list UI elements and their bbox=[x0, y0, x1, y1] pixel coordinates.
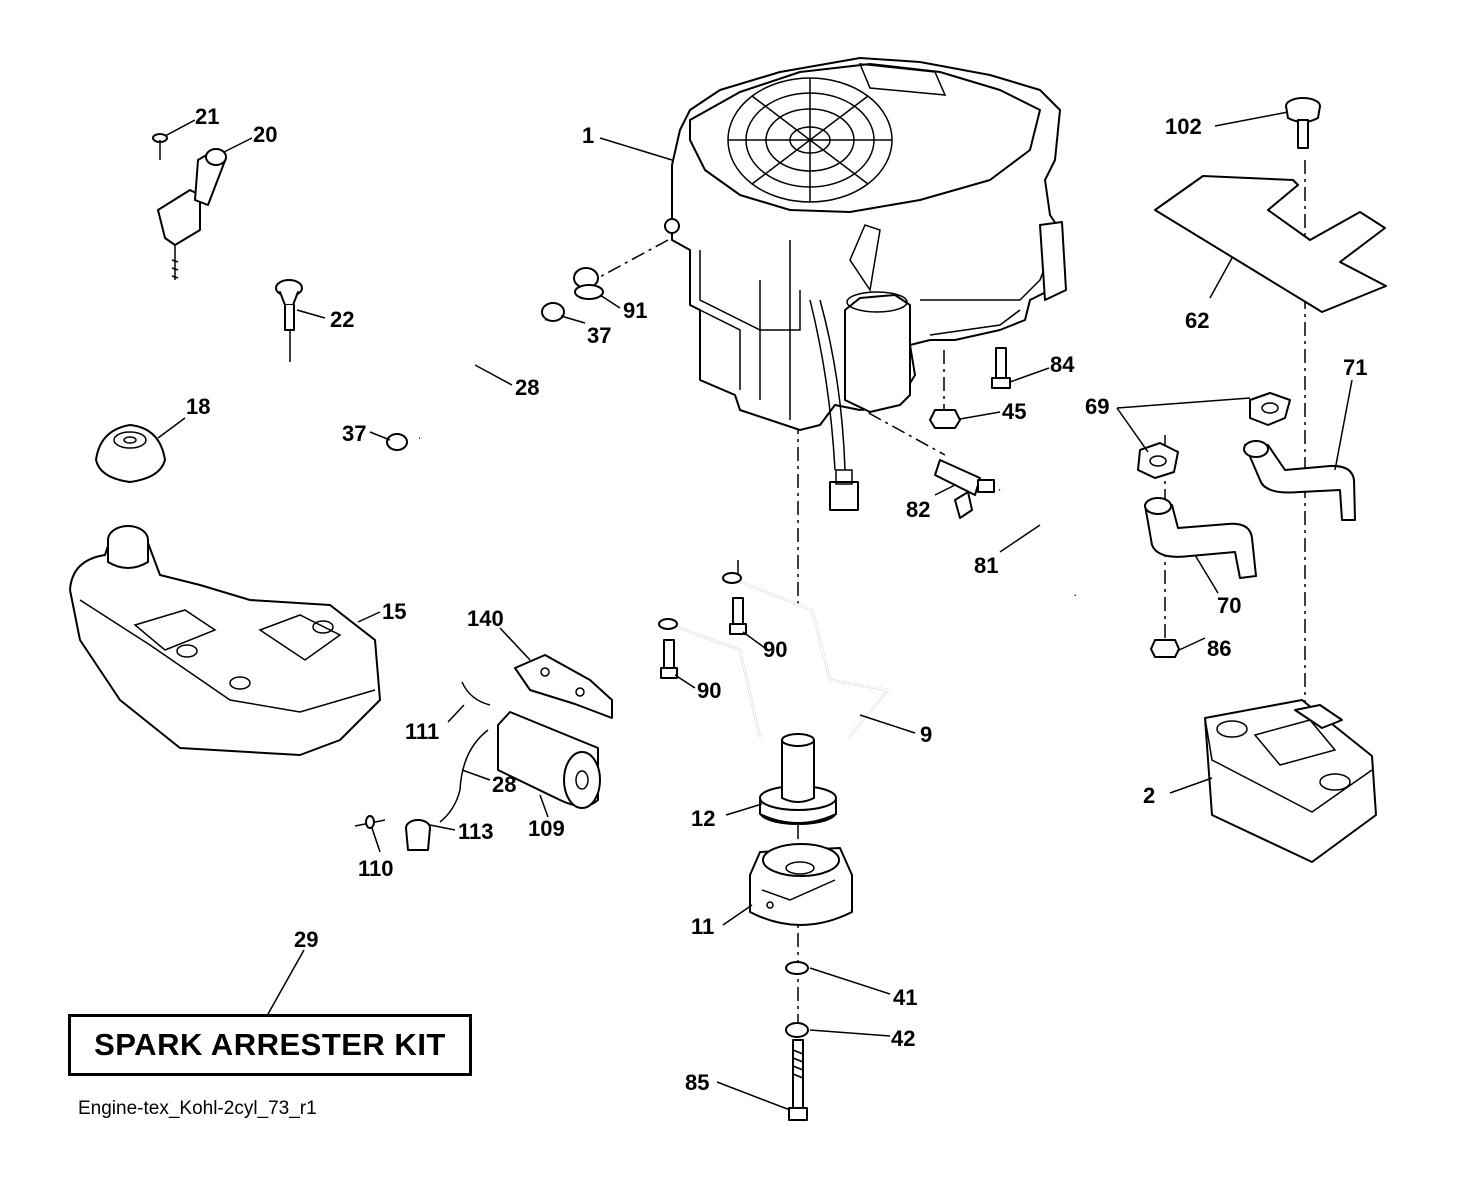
callout-82: 82 bbox=[906, 497, 930, 522]
callout-62: 62 bbox=[1185, 308, 1209, 333]
callout-69: 69 bbox=[1085, 394, 1109, 419]
callout-113: 113 bbox=[458, 819, 494, 844]
part-28-fuel-hose bbox=[439, 729, 489, 823]
callout-71: 71 bbox=[1343, 355, 1367, 380]
leader-lines bbox=[157, 111, 1353, 1111]
part-109-canister bbox=[497, 711, 601, 809]
part-18-fuel-cap bbox=[95, 424, 166, 483]
callout-86: 86 bbox=[1207, 636, 1231, 661]
callout-18: 18 bbox=[186, 394, 210, 419]
callout-29: 29 bbox=[294, 927, 318, 952]
spark-arrester-kit-label: SPARK ARRESTER KIT bbox=[94, 1027, 446, 1062]
callout-90-lower: 90 bbox=[697, 678, 721, 703]
engine-assembly bbox=[664, 57, 1067, 511]
callout-85: 85 bbox=[685, 1070, 709, 1095]
callout-45: 45 bbox=[1002, 399, 1026, 424]
part-90-bolt-upper bbox=[729, 597, 747, 635]
callout-42: 42 bbox=[891, 1026, 915, 1051]
callout-91: 91 bbox=[623, 298, 647, 323]
part-69-gasket-left bbox=[1137, 442, 1179, 479]
callout-111: 111 bbox=[405, 719, 439, 744]
part-12-pulley bbox=[759, 733, 837, 825]
part-111-hose bbox=[461, 681, 491, 706]
callout-2: 2 bbox=[1143, 783, 1155, 808]
part-71-exhaust-pipe bbox=[1244, 444, 1356, 521]
part-140-bracket bbox=[514, 654, 613, 719]
callout-1: 1 bbox=[582, 123, 594, 148]
part-21-screw bbox=[152, 133, 168, 160]
callout-81: 81 bbox=[974, 553, 998, 578]
callout-90-upper: 90 bbox=[763, 637, 787, 662]
part-15-fuel-tank bbox=[69, 525, 381, 756]
part-62-heat-shield bbox=[1154, 175, 1387, 313]
callout-9: 9 bbox=[920, 722, 932, 747]
callout-28-lower: 28 bbox=[492, 772, 516, 797]
callout-70: 70 bbox=[1217, 593, 1241, 618]
callout-21: 21 bbox=[195, 104, 219, 129]
part-70-exhaust-pipe bbox=[1144, 504, 1257, 579]
part-22-knob bbox=[275, 279, 303, 362]
callout-41: 41 bbox=[893, 985, 917, 1010]
callout-37-upper: 37 bbox=[587, 323, 611, 348]
drawing-file-id: Engine-tex_Kohl-2cyl_73_r1 bbox=[78, 1098, 317, 1119]
part-2-muffler bbox=[1204, 699, 1377, 863]
part-37-clamp-upper bbox=[541, 302, 565, 322]
part-45-nut bbox=[929, 409, 961, 429]
part-84-bolt bbox=[991, 347, 1011, 389]
part-20-throttle-control bbox=[157, 148, 227, 280]
part-86-nut bbox=[1150, 639, 1180, 658]
callout-11: 11 bbox=[691, 914, 714, 939]
spark-arrester-kit-box: SPARK ARRESTER KIT bbox=[68, 1014, 472, 1076]
part-41-washer bbox=[785, 961, 809, 975]
part-102-cap-screw bbox=[1285, 97, 1321, 149]
callout-20: 20 bbox=[253, 122, 277, 147]
callout-15: 15 bbox=[382, 599, 406, 624]
part-113-fitting bbox=[405, 819, 431, 851]
callout-22: 22 bbox=[330, 307, 354, 332]
callout-37-lower: 37 bbox=[342, 421, 366, 446]
part-82-valve bbox=[934, 459, 995, 519]
callout-102: 102 bbox=[1165, 114, 1202, 139]
callout-140: 140 bbox=[467, 606, 504, 631]
callout-84: 84 bbox=[1050, 352, 1075, 377]
oil-drain-axis-line bbox=[584, 239, 669, 286]
part-90-bolt-lower bbox=[660, 639, 678, 679]
part-42-washer bbox=[785, 1022, 809, 1038]
part-11-clutch bbox=[749, 843, 853, 926]
callout-12: 12 bbox=[691, 806, 715, 831]
callout-109: 109 bbox=[528, 816, 565, 841]
part-85-bolt bbox=[788, 1039, 808, 1121]
part-91-plug bbox=[573, 267, 604, 300]
part-69-gasket-right bbox=[1249, 392, 1291, 426]
callout-28-upper: 28 bbox=[515, 375, 539, 400]
part-110-pin bbox=[354, 815, 386, 829]
part-37-clamp-lower bbox=[386, 433, 408, 451]
callout-110: 110 bbox=[358, 856, 394, 881]
